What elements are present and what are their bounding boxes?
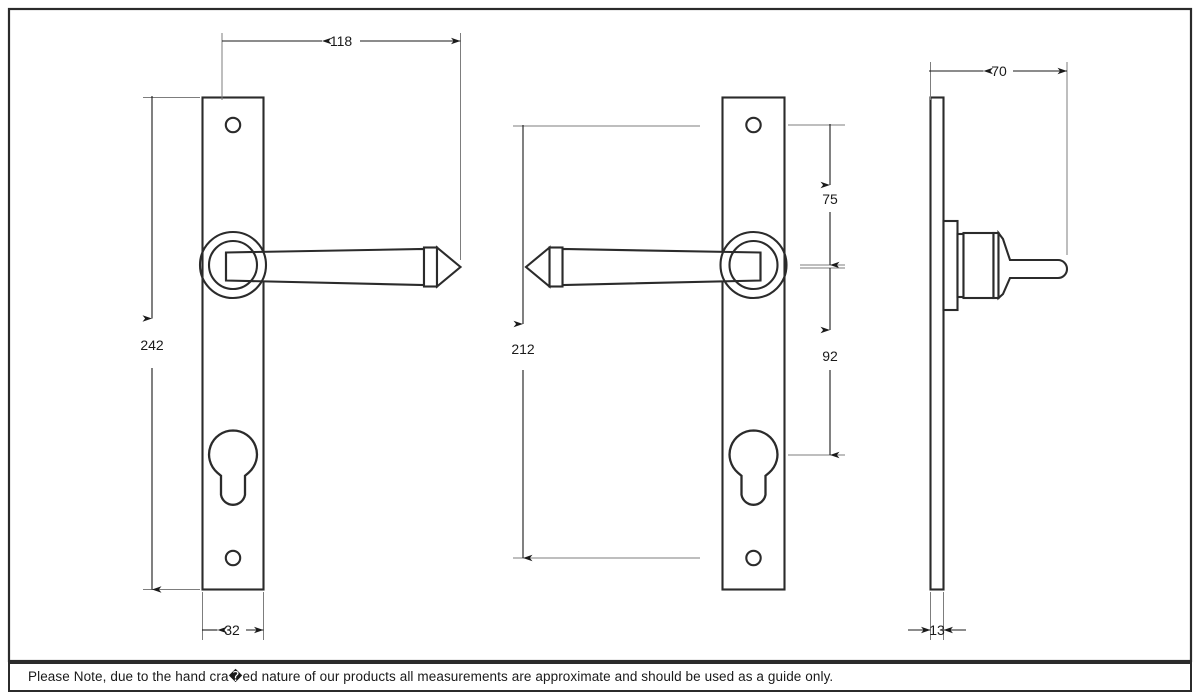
side-rose-boss-body xyxy=(962,231,995,300)
dim-label-32: 32 xyxy=(224,622,240,638)
dimension-242: 242 xyxy=(140,96,200,593)
lever-tip-right xyxy=(524,245,551,289)
backplate-outline-left xyxy=(201,96,265,591)
screw-hole-top-left xyxy=(224,116,242,134)
rose-inner-circle-left xyxy=(207,239,259,291)
dim-label-118: 118 xyxy=(330,33,353,49)
lever-bar-left xyxy=(224,247,426,287)
dim-label-75: 75 xyxy=(822,191,838,207)
view-front-left xyxy=(198,96,463,591)
dimension-92: 92 xyxy=(788,267,845,459)
screw-hole-bottom-left xyxy=(224,549,242,567)
rose-inner-circle-right xyxy=(728,239,779,291)
lever-collar-right xyxy=(548,246,564,288)
dimension-118: 118 xyxy=(221,33,461,260)
dimension-212: 212 xyxy=(511,125,700,562)
dim-label-242: 242 xyxy=(140,337,164,353)
side-lever-profile xyxy=(997,229,1069,301)
rose-outer-circle-right xyxy=(719,230,788,300)
note-text: Please Note, due to the hand cra�ed natu… xyxy=(28,669,834,684)
dimension-75: 75 xyxy=(788,124,845,269)
dim-label-70: 70 xyxy=(991,63,1007,79)
dimension-32: 32 xyxy=(202,592,264,640)
rose-outer-circle-left xyxy=(198,230,268,300)
dimension-70: 70 xyxy=(929,62,1068,255)
euro-cylinder-keyhole-left xyxy=(207,429,259,506)
backplate-outline-right xyxy=(721,96,786,591)
screw-hole-top-right xyxy=(745,116,762,134)
view-front-right xyxy=(524,96,788,591)
side-rose-flange xyxy=(942,219,959,312)
lever-collar-left xyxy=(422,246,439,288)
side-plate-outline xyxy=(929,96,945,591)
euro-cylinder-keyhole-right xyxy=(728,429,779,506)
drawing-frame xyxy=(7,7,1193,663)
lever-bar-right xyxy=(561,247,762,287)
dim-label-13: 13 xyxy=(929,622,945,638)
note-box: Please Note, due to the hand cra�ed natu… xyxy=(8,662,1192,692)
dim-label-92: 92 xyxy=(822,348,838,364)
view-side-profile xyxy=(929,96,1069,591)
lever-tip-left xyxy=(435,245,463,289)
dim-label-212: 212 xyxy=(511,341,535,357)
screw-hole-bottom-right xyxy=(745,549,762,567)
dimension-13: 13 xyxy=(908,592,966,640)
